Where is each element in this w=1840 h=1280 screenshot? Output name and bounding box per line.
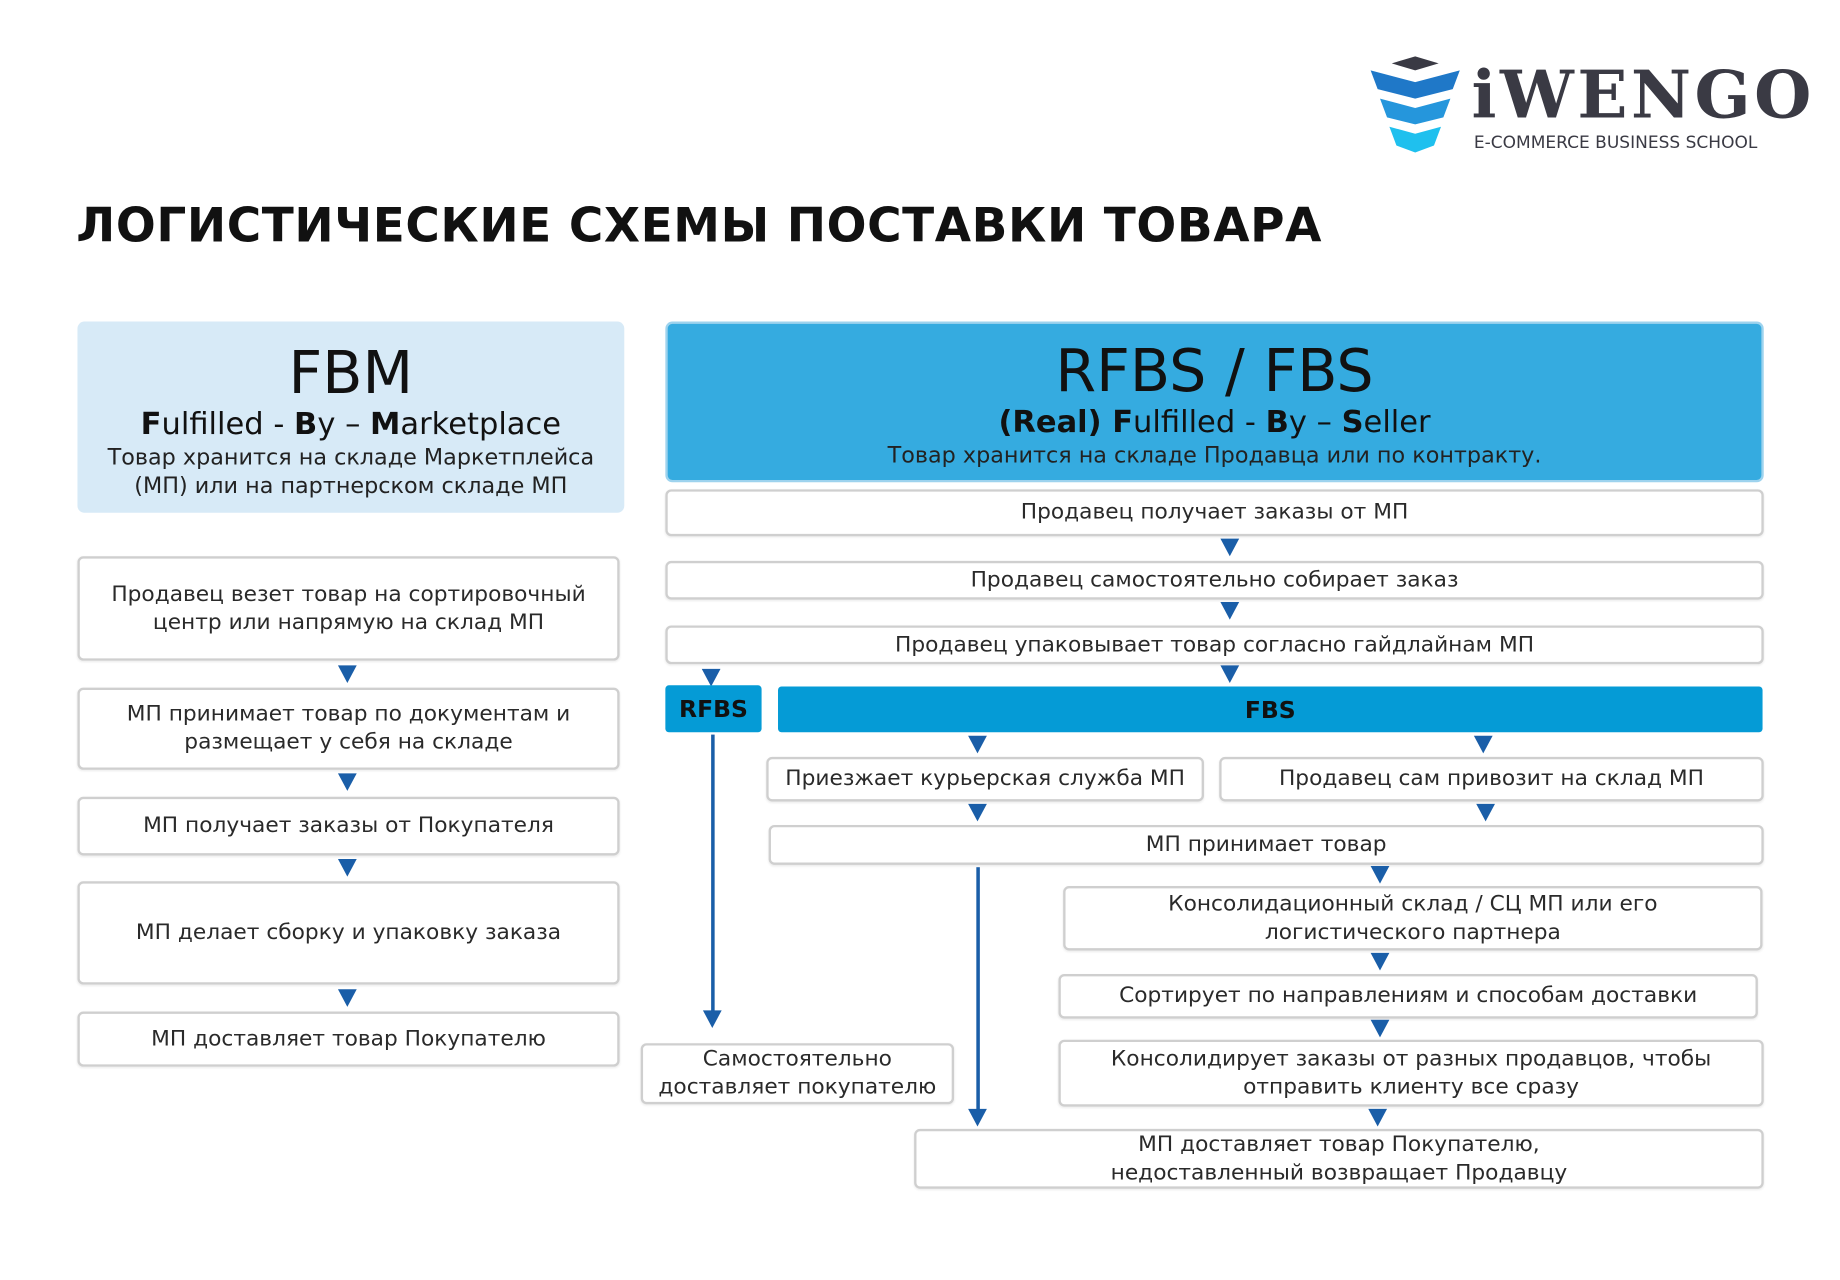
logo-tagline: E-COMMERCE BUSINESS SCHOOL: [1473, 133, 1758, 153]
arrow-down-icon: [968, 1108, 987, 1127]
page-title: ЛОГИСТИЧЕСКИЕ СХЕМЫ ПОСТАВКИ ТОВАРА: [76, 199, 1323, 254]
consolidating-step: Консолидирует заказы от разных продавцов…: [1058, 1039, 1764, 1107]
arrow-down-icon: [337, 665, 357, 683]
arrow-down-icon: [701, 668, 721, 687]
arrow-down-icon: [337, 858, 357, 877]
exp-text: y –: [317, 407, 371, 443]
fbs-header: RFBS / FBS (Real) Fulfilled - By – Selle…: [665, 321, 1764, 483]
exp-text: arketplace: [400, 407, 562, 443]
arrow-down-icon: [337, 989, 357, 1007]
fbs-label: FBS: [778, 686, 1763, 733]
arrow-down-icon: [1476, 803, 1496, 822]
arrow-down-icon: [1220, 601, 1240, 620]
fbm-step: МП принимает товар по документам и разме…: [77, 687, 620, 770]
arrow-down-icon: [1368, 1108, 1388, 1127]
logo-text: iWENGO: [1471, 56, 1815, 134]
exp-letter: F: [140, 407, 162, 443]
exp-letter: B: [1265, 404, 1289, 441]
arrow-down-icon: [1370, 952, 1390, 971]
fbs-heading: RFBS / FBS: [1055, 336, 1374, 405]
consolidation-warehouse-step: Консолидационный склад / СЦ МП или его л…: [1063, 885, 1763, 951]
fbs-step: Продавец самостоятельно собирает заказ: [665, 560, 1764, 600]
mp-accepts-step: МП принимает товар: [768, 824, 1764, 865]
courier-step: Приезжает курьерская служба МП: [766, 756, 1204, 802]
arrow-down-icon: [337, 773, 357, 791]
exp-letter: S: [1341, 404, 1364, 441]
arrow-down-icon: [1220, 538, 1240, 557]
fbs-direct-line: [976, 867, 980, 1112]
rfbs-final-step: Самостоятельно доставляет покупателю: [640, 1043, 955, 1105]
fbs-description: Товар хранится на складе Продавца или по…: [887, 442, 1542, 469]
self-bring-step: Продавец сам привозит на склад МП: [1219, 756, 1764, 802]
exp-text: ulfilled -: [161, 407, 295, 443]
fbs-step: Продавец получает заказы от МП: [665, 489, 1764, 537]
arrow-down-icon: [1220, 665, 1240, 683]
fbs-step: Продавец упаковывает товар согласно гайд…: [665, 625, 1764, 665]
arrow-down-icon: [968, 735, 987, 754]
rfbs-label: RFBS: [665, 685, 762, 733]
fbm-step: МП получает заказы от Покупателя: [77, 796, 620, 856]
arrow-down-icon: [702, 1010, 722, 1028]
fbs-expansion: (Real) Fulfilled - By – Seller: [668, 404, 1762, 442]
exp-text: eller: [1363, 404, 1431, 441]
sorting-step: Сортирует по направлениям и способам дос…: [1058, 973, 1758, 1019]
fbm-description: Товар хранится на складе Маркетплейса (М…: [107, 444, 595, 499]
rfbs-line: [711, 734, 715, 1012]
arrow-down-icon: [1370, 866, 1390, 884]
exp-text: y –: [1288, 404, 1342, 441]
exp-letter: B: [294, 407, 318, 443]
fbm-heading: FBM: [288, 339, 414, 408]
arrow-down-icon: [1473, 735, 1493, 754]
logo-icon: [1368, 54, 1462, 160]
exp-text: ulfilled -: [1133, 404, 1266, 441]
exp-letter: M: [370, 407, 401, 443]
fbm-expansion: Fulfilled - By – Marketplace: [77, 406, 624, 444]
arrow-down-icon: [968, 803, 987, 822]
arrow-down-icon: [1370, 1019, 1390, 1038]
fbm-step: МП делает сборку и упаковку заказа: [77, 881, 620, 985]
fbm-step: Продавец везет товар на сортировочный це…: [77, 556, 620, 661]
fbm-step: МП доставляет товар Покупателю: [77, 1011, 620, 1067]
fbs-final-step: МП доставляет товар Покупателю, недостав…: [914, 1128, 1764, 1189]
fbm-header: FBM Fulfilled - By – Marketplace Товар х…: [77, 321, 625, 513]
exp-letter: (Real) F: [998, 404, 1134, 441]
